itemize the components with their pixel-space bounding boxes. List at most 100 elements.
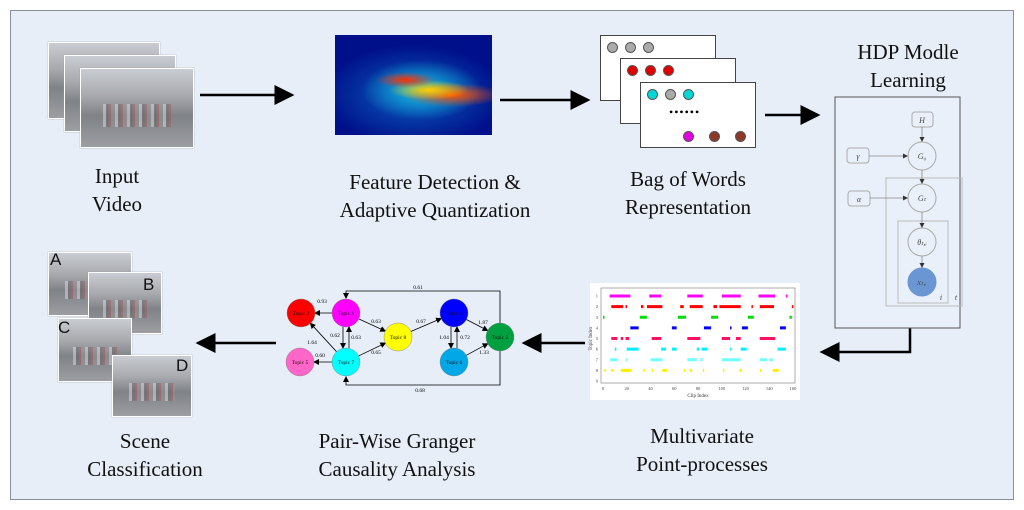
event-segment-topic-7 — [687, 358, 697, 362]
y-tick-label: 2 — [596, 304, 598, 309]
event-segment-topic-4 — [703, 326, 712, 330]
event-segment-topic-5 — [625, 337, 630, 340]
scene-letter-a: A — [50, 250, 62, 269]
event-segment-topic-3 — [711, 315, 719, 319]
topic-node-t2 — [286, 298, 316, 328]
word-dot — [607, 42, 618, 53]
edge-arrow — [358, 318, 387, 332]
event-segment-topic-4 — [671, 326, 677, 330]
scene-letter-d: D — [176, 356, 189, 375]
h-node — [911, 111, 934, 128]
edge-arrow — [343, 351, 501, 386]
edge-arrow — [358, 342, 387, 357]
event-segment-topic-8 — [683, 368, 686, 372]
scene-image-c — [58, 318, 132, 382]
event-segment-topic-8 — [689, 368, 693, 372]
event-segment-topic-6 — [696, 347, 700, 351]
event-segment-topic-6 — [777, 347, 786, 351]
event-segment-topic-7 — [625, 358, 628, 362]
y-tick-label: 1 — [596, 294, 598, 299]
event-segment-topic-4 — [730, 326, 732, 330]
event-segment-topic-2 — [719, 305, 741, 309]
topic-node-label: Topic 3 — [492, 335, 509, 341]
event-segment-topic-5 — [721, 337, 731, 340]
event-segment-topic-8 — [702, 368, 705, 372]
event-segment-topic-5 — [736, 337, 741, 340]
y-tick-label: 3 — [596, 315, 599, 320]
event-segment-topic-8 — [662, 368, 668, 372]
event-segment-topic-4 — [741, 326, 748, 330]
x-tick-label: 0 — [602, 386, 605, 391]
event-segment-topic-8 — [739, 368, 742, 372]
topic-node-label: Topic 5 — [292, 360, 309, 366]
event-segment-topic-5 — [687, 337, 701, 340]
event-segment-topic-2 — [680, 305, 684, 309]
edge-weight: 0.63 — [371, 319, 381, 325]
topic-node-t1 — [331, 298, 361, 328]
event-segment-topic-2 — [646, 305, 663, 309]
point-process-panel — [590, 283, 800, 400]
x-node — [907, 267, 937, 297]
topic-node-label: Topic 7 — [338, 360, 355, 366]
event-segment-topic-7 — [650, 358, 663, 362]
g0-label: G₀ — [918, 152, 927, 161]
event-segment-topic-1 — [649, 294, 662, 298]
edge-weight: 0.72 — [460, 335, 470, 341]
event-segment-topic-5 — [611, 337, 618, 340]
word-dot — [735, 131, 746, 142]
event-segment-topic-7 — [769, 358, 773, 362]
edge-weight: 0.67 — [416, 319, 426, 325]
bow-card: •••••• — [640, 82, 756, 148]
event-segment-topic-6 — [614, 347, 617, 351]
event-segment-topic-7 — [721, 358, 741, 362]
topic-node-t8 — [383, 322, 413, 352]
y-tick-label: 5 — [596, 336, 599, 341]
event-segment-topic-7 — [610, 358, 618, 362]
x-tick-label: 100 — [718, 386, 726, 391]
event-segment-topic-6 — [740, 347, 747, 351]
topic-node-t7 — [331, 347, 361, 377]
x-tick-label: 20 — [625, 386, 630, 391]
event-segment-topic-8 — [759, 368, 762, 372]
x-tick-label: 60 — [672, 386, 677, 391]
edge-arrow — [343, 290, 501, 323]
theta-label: θₜ,ᵢ — [917, 238, 927, 247]
y-axis-label: Topic Index — [589, 326, 594, 350]
event-segment-topic-6 — [730, 347, 732, 351]
x-tick-label: 160 — [790, 386, 798, 391]
y-tick-label: 8 — [596, 368, 599, 373]
edge-weight: 0.63 — [351, 335, 361, 341]
event-segment-topic-7 — [759, 358, 767, 362]
stage-label-feature: Feature Detection &Adaptive Quantization — [339, 170, 531, 222]
event-segment-topic-8 — [651, 368, 654, 372]
word-dot — [709, 131, 720, 142]
event-segment-topic-6 — [671, 347, 677, 351]
topic-node-label: Topic 4 — [446, 311, 463, 317]
word-dot — [663, 65, 674, 76]
topic-node-t3 — [485, 322, 515, 352]
plate-i-label: i — [940, 293, 942, 302]
topic-node-label: Topic 6 — [446, 360, 463, 366]
feature-heatmap — [335, 35, 492, 135]
edge-weight: 0.68 — [415, 388, 425, 394]
topic-node-t6 — [439, 347, 469, 377]
event-segment-topic-3 — [639, 315, 647, 319]
event-segment-topic-2 — [791, 305, 794, 309]
gamma-label: γ — [856, 152, 860, 161]
x-tick-label: 40 — [648, 386, 653, 391]
gt-label: Gₜ — [918, 194, 927, 203]
event-segment-topic-8 — [772, 368, 779, 372]
word-dot — [625, 42, 636, 53]
event-segment-topic-3 — [789, 315, 792, 319]
event-segment-topic-7 — [700, 358, 703, 362]
event-segment-topic-8 — [604, 368, 606, 372]
h-label: H — [918, 116, 926, 125]
event-segment-topic-2 — [713, 305, 717, 309]
event-segment-topic-5 — [620, 337, 624, 340]
word-dot — [645, 65, 656, 76]
